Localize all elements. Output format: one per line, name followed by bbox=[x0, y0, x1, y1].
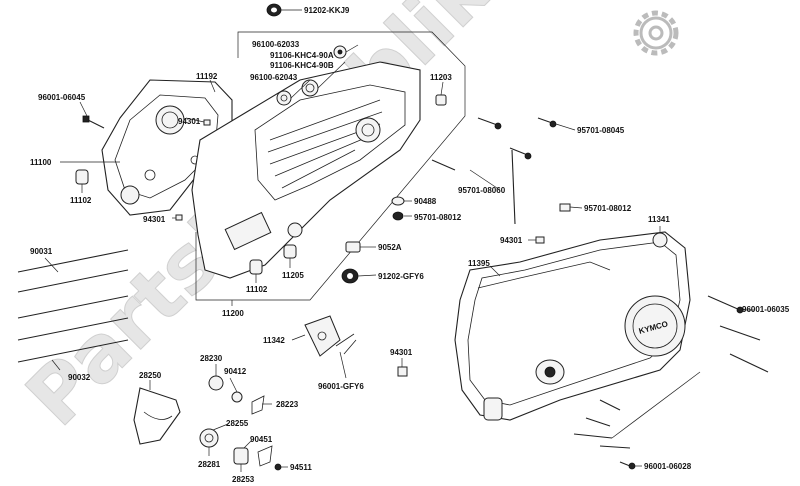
label-96100-62043: 96100-62043 bbox=[250, 73, 298, 82]
pin-11102-a bbox=[75, 169, 89, 185]
label-11192: 11192 bbox=[196, 72, 218, 81]
label-11203: 11203 bbox=[430, 73, 452, 82]
label-11100: 11100 bbox=[30, 158, 52, 167]
label-11200: 11200 bbox=[222, 309, 244, 318]
plug-9052a bbox=[345, 241, 361, 253]
label-90488: 90488 bbox=[414, 197, 437, 206]
bolts-95701-08045 bbox=[431, 117, 557, 225]
label-95701-08060: 95701-08060 bbox=[458, 186, 506, 195]
label-90412: 90412 bbox=[224, 367, 247, 376]
group-bracket bbox=[195, 31, 466, 301]
label-28230: 28230 bbox=[200, 354, 223, 363]
kick-starter-parts bbox=[133, 375, 282, 471]
label-94301-c: 94301 bbox=[500, 236, 523, 245]
label-96100-62033: 96100-62033 bbox=[252, 40, 300, 49]
label-91202-kkj9: 91202-KKJ9 bbox=[304, 6, 350, 15]
screw-94301-d bbox=[397, 366, 408, 377]
label-96001-06035: 96001-06035 bbox=[742, 305, 790, 314]
bolt-95701-08012-a bbox=[392, 211, 404, 221]
screw-94301-c bbox=[535, 236, 545, 244]
label-28281: 28281 bbox=[198, 460, 221, 469]
leader-lines bbox=[44, 9, 754, 472]
label-96001-06028: 96001-06028 bbox=[644, 462, 692, 471]
pin-11203 bbox=[435, 94, 447, 106]
label-91106-khc4-90b: 91106-KHC4-90B bbox=[270, 61, 334, 70]
screw-94301-b bbox=[175, 214, 183, 221]
screw-96001-06045 bbox=[82, 115, 105, 129]
label-11342: 11342 bbox=[263, 336, 285, 345]
screw-94301-a bbox=[203, 119, 211, 126]
bearing-91202-gfy6 bbox=[341, 268, 359, 284]
label-90031: 90031 bbox=[30, 247, 53, 256]
label-28255: 28255 bbox=[226, 419, 249, 428]
bearing-96100-62043 bbox=[276, 90, 292, 106]
bolt-95701-08012-b bbox=[559, 203, 571, 212]
clip-96001-gfy6 bbox=[335, 333, 357, 355]
label-94301-d: 94301 bbox=[390, 348, 413, 357]
label-28253: 28253 bbox=[232, 475, 255, 484]
label-11395: 11395 bbox=[468, 259, 490, 268]
label-11102-b: 11102 bbox=[246, 285, 268, 294]
label-11205: 11205 bbox=[282, 271, 304, 280]
label-96001-gfy6: 96001-GFY6 bbox=[318, 382, 364, 391]
plate-11342 bbox=[304, 315, 341, 357]
label-94301-a: 94301 bbox=[178, 117, 201, 126]
part-labels: 91202-KKJ9 96100-62033 91106-KHC4-90A 91… bbox=[30, 6, 790, 484]
label-94511: 94511 bbox=[290, 463, 312, 472]
label-91106-khc4-90a: 91106-KHC4-90A bbox=[270, 51, 334, 60]
label-95701-08045: 95701-08045 bbox=[577, 126, 625, 135]
gear-icon[interactable] bbox=[633, 10, 679, 56]
label-90032: 90032 bbox=[68, 373, 91, 382]
bearing-96100-62033 bbox=[333, 45, 347, 59]
label-96001-06045: 96001-06045 bbox=[38, 93, 86, 102]
washer-90488 bbox=[391, 196, 405, 206]
stud-bolts bbox=[17, 249, 129, 363]
transmission-cover bbox=[454, 231, 691, 421]
bearing-91106 bbox=[301, 79, 319, 97]
label-94301-b: 94301 bbox=[143, 215, 166, 224]
label-28223: 28223 bbox=[276, 400, 299, 409]
left-crankcase bbox=[101, 79, 233, 216]
pin-11102-b bbox=[249, 259, 263, 275]
label-90451: 90451 bbox=[250, 435, 273, 444]
label-11341: 11341 bbox=[648, 215, 670, 224]
label-11102-a: 11102 bbox=[70, 196, 92, 205]
right-crankcase bbox=[191, 61, 421, 279]
pin-11205 bbox=[283, 244, 297, 259]
bearing-91202-kkj9 bbox=[266, 3, 282, 17]
label-95701-08012-a: 95701-08012 bbox=[414, 213, 462, 222]
label-91202-gfy6: 91202-GFY6 bbox=[378, 272, 424, 281]
label-28250: 28250 bbox=[139, 371, 162, 380]
label-95701-08012-b: 95701-08012 bbox=[584, 204, 632, 213]
gasket-11395 bbox=[477, 261, 611, 289]
label-9052a: 9052A bbox=[378, 243, 402, 252]
